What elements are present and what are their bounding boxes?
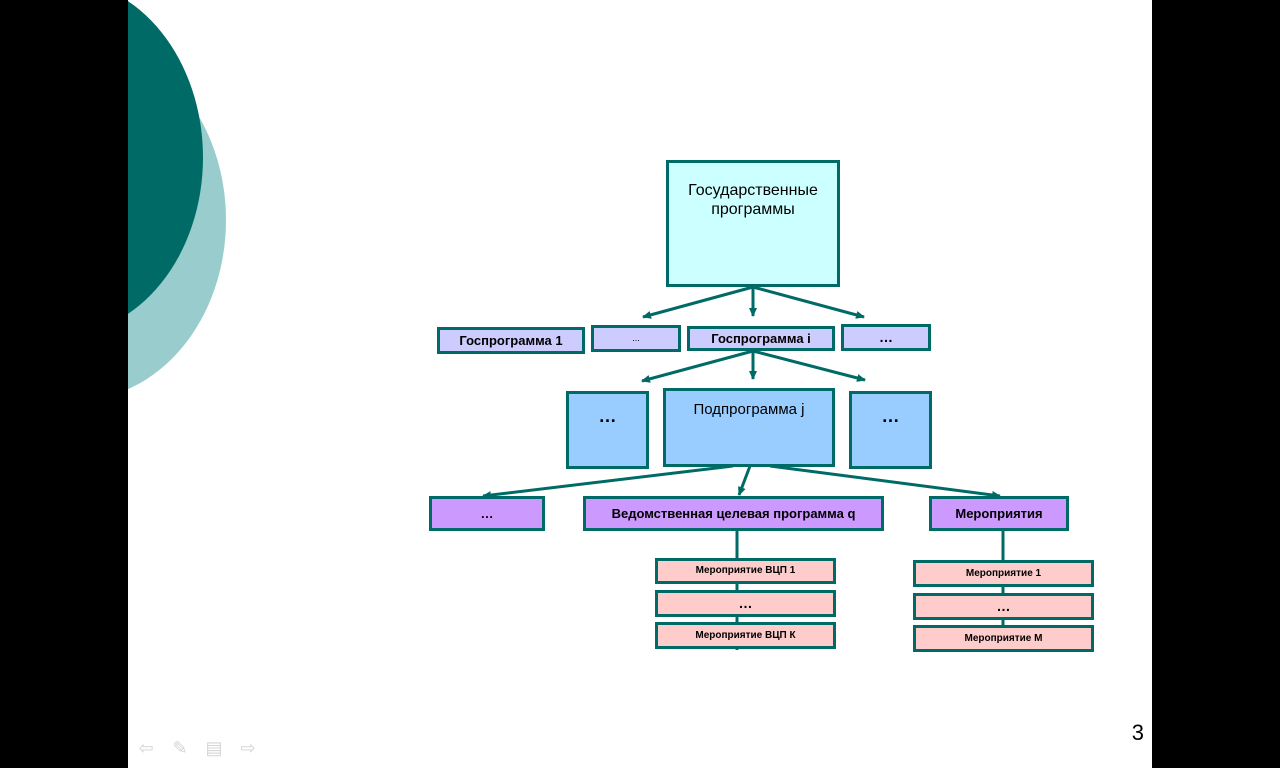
connector-top-to-left	[642, 285, 754, 319]
connector-gp-to-right	[752, 349, 866, 382]
connector-gp-to-left	[641, 349, 754, 383]
vcp-event-k-box: Мероприятие ВЦП К	[655, 622, 836, 649]
vcp-event-ellipsis-box: …	[655, 590, 836, 617]
event-ellipsis-box: …	[913, 593, 1094, 620]
slide: Государственные программы Госпрограмма 1…	[128, 0, 1152, 768]
meropriyatiya-box: Мероприятия	[929, 496, 1069, 531]
page-number: 3	[1131, 720, 1144, 745]
gosprogramma-1-box: Госпрограмма 1	[437, 327, 585, 354]
slide-nav-toolbar: ⇦ ✎ ▤ ⇨	[136, 738, 258, 759]
podprogramma-j-box: Подпрограмма j	[663, 388, 835, 467]
diagram-connectors	[482, 285, 1005, 650]
menu-icon[interactable]: ▤	[205, 738, 223, 758]
state-programs-box: Государственные программы	[666, 160, 840, 287]
gosprogramma-ellipsis-right: …	[841, 324, 931, 351]
level3-ellipsis-left: …	[429, 496, 545, 531]
event-m-box: Мероприятие М	[913, 625, 1094, 652]
connector-pp-to-center	[737, 465, 752, 496]
event-1-box: Мероприятие 1	[913, 560, 1094, 587]
podprogramma-ellipsis-left: …	[566, 391, 649, 469]
pen-icon[interactable]: ✎	[172, 738, 188, 758]
podprogramma-ellipsis-right: …	[849, 391, 932, 469]
gosprogramma-i-box: Госпрограмма i	[687, 326, 835, 351]
gosprogramma-ellipsis-small: ...	[591, 325, 681, 352]
arrow-left-icon[interactable]: ⇦	[138, 738, 154, 758]
arrow-right-icon[interactable]: ⇨	[240, 738, 256, 758]
vcp-q-box: Ведомственная целевая программа q	[583, 496, 884, 531]
connector-top-to-right	[752, 285, 865, 319]
connector-pp-to-right	[769, 464, 1001, 499]
vcp-event-1-box: Мероприятие ВЦП 1	[655, 558, 836, 584]
connector-pp-to-left	[482, 464, 734, 500]
